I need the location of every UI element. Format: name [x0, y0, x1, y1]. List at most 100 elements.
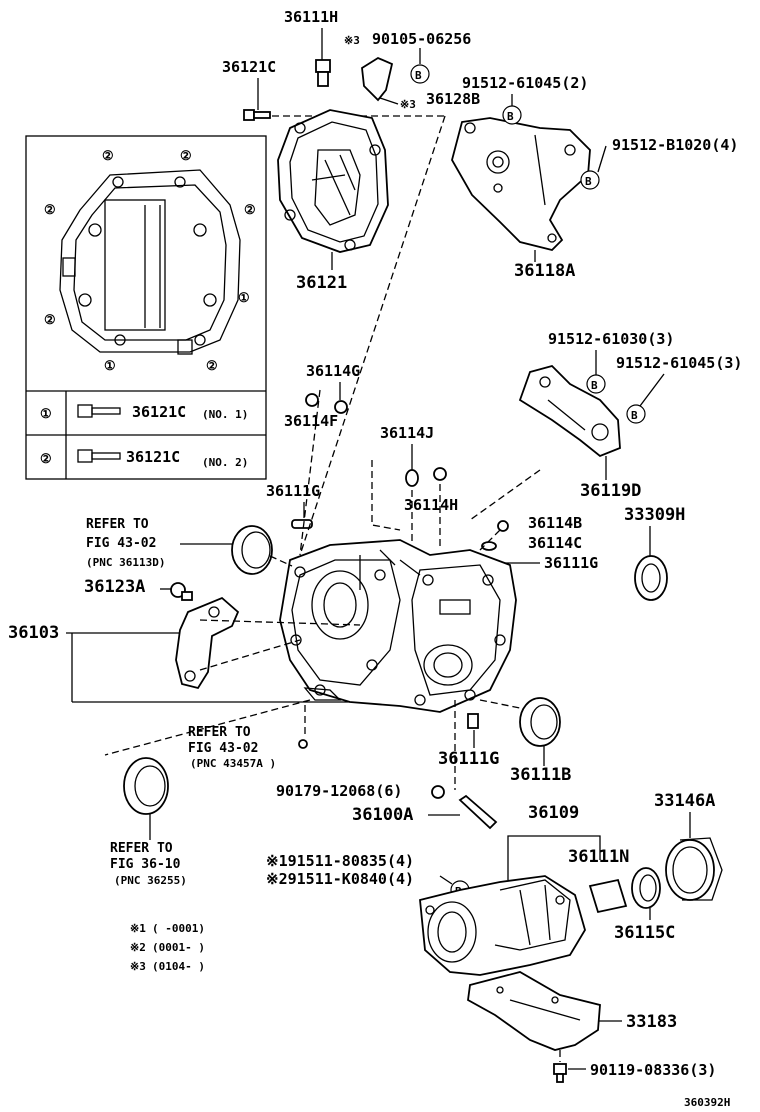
ref1-line1: REFER TO: [86, 517, 149, 532]
part-label-36114F: 36114F: [284, 412, 338, 430]
part-label-91511-K0840: ※291511-K0840(4): [266, 870, 414, 888]
footnote-mark: ※2: [130, 941, 146, 954]
inset-marker-1: ①: [238, 291, 250, 306]
ref2-line2: FIG 43-02: [188, 741, 258, 756]
callout-b-icon: B: [410, 64, 430, 84]
bolt-icon: [77, 404, 121, 418]
part-label-36114G: 36114G: [306, 362, 360, 380]
cover-outline-drawing: [59, 169, 241, 355]
bearing-cap-36103: [175, 596, 240, 690]
part-label-36118A: 36118A: [514, 261, 575, 281]
bracket-36128B: [361, 56, 394, 102]
part-label-90179-12068: 90179-12068(6): [276, 782, 402, 800]
part-label-36109: 36109: [528, 803, 579, 823]
svg-text:B: B: [631, 409, 638, 422]
bolt-36123A: [170, 582, 193, 601]
part-label-36123A: 36123A: [84, 577, 145, 597]
bolt-90119: [553, 1063, 567, 1083]
oil-seal-33309H: [634, 555, 668, 601]
part-label-36128B: 36128B: [426, 90, 480, 108]
inset-marker-2: ②: [244, 203, 256, 218]
cover-36121: [277, 109, 389, 253]
ref3-line2: FIG 36-10: [110, 857, 181, 872]
part-label-36111H: 36111H: [284, 8, 338, 26]
part-label-36111N: 36111N: [568, 847, 629, 867]
part-label-36114H: 36114H: [404, 496, 458, 514]
inset-row2-part: 36121C: [126, 448, 180, 466]
callout-b-icon: B: [626, 404, 646, 424]
stud-36100A: [458, 794, 498, 830]
part-label-91512-61030: 91512-61030(3): [548, 330, 674, 348]
extension-housing-36109: [419, 875, 586, 976]
part-label-36111G: 36111G: [266, 482, 320, 500]
footnotes: ※1 ( -0001) ※2 (0001- ) ※3 (0104- ): [130, 922, 205, 973]
sleeve-33146A: [665, 837, 723, 901]
ref2-line1: REFER TO: [188, 725, 251, 740]
svg-text:B: B: [507, 110, 514, 123]
oil-seal-lower-left: [123, 757, 169, 815]
part-label-91511-80835: ※191511-80835(4): [266, 852, 414, 870]
part-label-33309H: 33309H: [624, 505, 685, 525]
footnote-mark: ※3: [130, 960, 146, 973]
inset-marker-2: ②: [180, 149, 192, 164]
footnote-mark: ※1: [130, 922, 146, 935]
inset-row1-note: (NO. 1): [202, 408, 248, 421]
part-label-36119D: 36119D: [580, 481, 641, 501]
part-label-36111G-b: 36111G: [544, 554, 598, 572]
inset-row1-marker: ①: [40, 407, 52, 422]
part-label-36100A: 36100A: [352, 805, 413, 825]
inset-marker-2: ②: [102, 149, 114, 164]
part-label-36114J: 36114J: [380, 424, 434, 442]
part-label-36114B: 36114B: [528, 514, 582, 532]
part-label-36121C: 36121C: [222, 58, 276, 76]
svg-text:B: B: [585, 175, 592, 188]
svg-text:B: B: [591, 379, 598, 392]
ref2-line3: (PNC 43457A ): [190, 757, 276, 770]
inset-panel: ② ② ② ② ② ① ① ② ① 36121C (NO. 1) ② 36121…: [25, 135, 267, 480]
part-label-90119-08336: 90119-08336(3): [590, 1061, 716, 1079]
bracket-36118A: [451, 117, 591, 251]
part-label-36103: 36103: [8, 623, 59, 643]
part-label-90105-06256: 90105-06256: [372, 30, 471, 48]
footnote-text: (0104- ): [152, 960, 205, 973]
oil-seal-36111B: [519, 697, 561, 747]
inset-row2-note: (NO. 2): [202, 456, 248, 469]
callout-b-icon: B: [580, 170, 600, 190]
svg-text:B: B: [415, 69, 422, 82]
part-label-36115C: 36115C: [614, 923, 675, 943]
seal-36115C: [631, 867, 661, 909]
footnote-text: ( -0001): [152, 922, 205, 935]
oil-seal-left: [231, 525, 273, 575]
inset-marker-2: ②: [44, 203, 56, 218]
inset-row2-marker: ②: [40, 452, 52, 467]
inset-marker-2: ②: [44, 313, 56, 328]
bolt-icon: [77, 449, 121, 463]
callout-b-icon: B: [502, 105, 522, 125]
part-label-91512-61045-3: 91512-61045(3): [616, 354, 742, 372]
callout-b-icon: B: [586, 374, 606, 394]
plug-36111H: [315, 59, 331, 87]
part-label-33146A: 33146A: [654, 791, 715, 811]
part-label-36111B: 36111B: [510, 765, 571, 785]
ref3-line3: (PNC 36255): [114, 874, 187, 887]
inset-marker-1: ①: [104, 359, 116, 374]
bolt-small: [298, 739, 308, 749]
cover-33183: [467, 971, 601, 1051]
transfer-case-housing: [279, 539, 517, 713]
ref1-line3: (PNC 36113D): [86, 556, 165, 569]
part-label-36111G-c: 36111G: [438, 749, 499, 769]
part-label-33183: 33183: [626, 1012, 677, 1032]
part-label-91512-B1020: 91512-B1020(4): [612, 136, 738, 154]
footnote-text: (0001- ): [152, 941, 205, 954]
inset-row1-part: 36121C: [132, 403, 186, 421]
ref3-line1: REFER TO: [110, 841, 173, 856]
note-mark: ※3: [344, 34, 360, 47]
note-mark: ※3: [400, 98, 416, 111]
part-label-91512-61045: 91512-61045(2): [462, 74, 588, 92]
bolt-36121C: [243, 109, 271, 121]
figure-code: 360392H: [684, 1096, 730, 1109]
part-label-36121: 36121: [296, 273, 347, 293]
inset-marker-2: ②: [206, 359, 218, 374]
plug-36111N: [588, 878, 628, 914]
